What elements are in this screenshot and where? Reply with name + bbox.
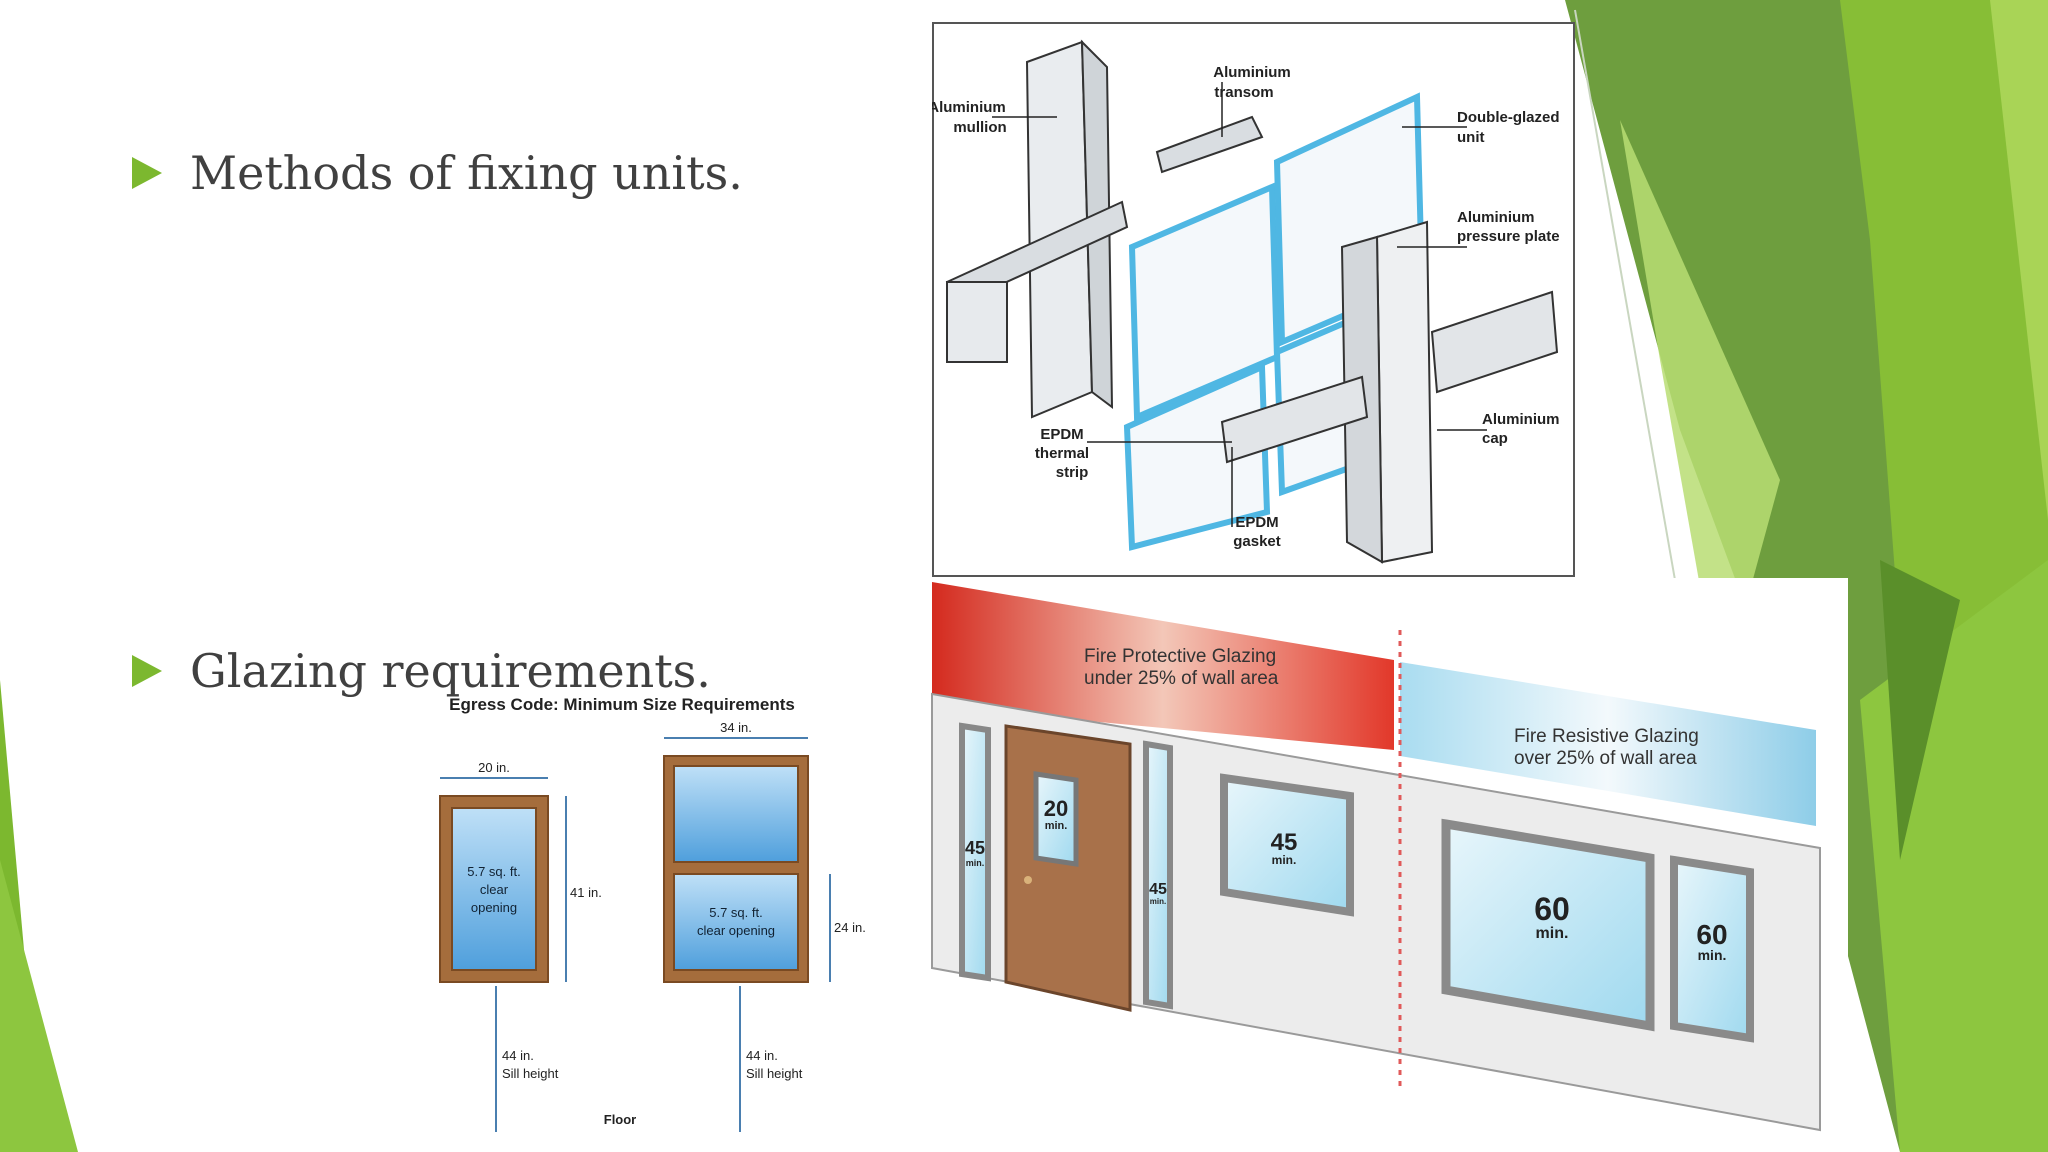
door-value: 20 — [1044, 796, 1068, 821]
label-mullion-1: Aluminium — [932, 99, 1006, 116]
fire-protective-2: under 25% of wall area — [1084, 668, 1279, 689]
fire-glazing-diagram: Fire Protective Glazing under 25% of wal… — [924, 578, 1848, 1152]
w1-area-2: clear — [480, 882, 509, 897]
fire-resistive-2: over 25% of wall area — [1514, 748, 1697, 769]
fire-protective-1: Fire Protective Glazing — [1084, 646, 1276, 667]
w1-width: 20 in. — [478, 760, 510, 775]
floor-label: Floor — [604, 1112, 637, 1127]
sill1-1: 44 in. — [502, 1048, 534, 1063]
label-mullion-2: mullion — [953, 119, 1006, 136]
win60a-unit: min. — [1536, 925, 1569, 942]
label-plate-2: pressure plate — [1457, 228, 1560, 245]
label-cap-2: cap — [1482, 430, 1508, 447]
win60b-unit: min. — [1698, 947, 1727, 963]
egress-title: Egress Code: Minimum Size Requirements — [449, 695, 795, 714]
w2-width: 34 in. — [720, 720, 752, 735]
label-cap-1: Aluminium — [1482, 411, 1560, 428]
w1-height: 41 in. — [570, 885, 602, 900]
side-right-value: 45 — [1149, 881, 1167, 898]
win45-value: 45 — [1271, 829, 1298, 856]
bullet-arrow-icon — [132, 157, 162, 189]
win60a-value: 60 — [1534, 891, 1570, 927]
label-dgu-2: unit — [1457, 129, 1485, 146]
bullet-glazing: Glazing requirements. — [132, 644, 711, 698]
fire-resistive-1: Fire Resistive Glazing — [1514, 726, 1699, 747]
win45-unit: min. — [1272, 853, 1297, 867]
side-left-value: 45 — [965, 838, 985, 858]
label-transom-2: transom — [1214, 84, 1273, 101]
win60b-value: 60 — [1696, 919, 1727, 950]
label-plate-1: Aluminium — [1457, 209, 1535, 226]
w1-area-3: opening — [471, 900, 517, 915]
label-gasket-2: gasket — [1233, 533, 1281, 550]
bullet-methods: Methods of fixing units. — [132, 146, 743, 200]
sill1-2: Sill height — [502, 1066, 559, 1081]
side-right-unit: min. — [1150, 897, 1166, 906]
label-strip-1: EPDM — [1040, 426, 1083, 443]
door-handle-icon — [1024, 876, 1032, 884]
bullet-arrow-icon — [132, 655, 162, 687]
label-strip-2: thermal — [1035, 445, 1089, 462]
sill2-1: 44 in. — [746, 1048, 778, 1063]
egress-diagram: Egress Code: Minimum Size Requirements 5… — [439, 695, 866, 1132]
side-left-unit: min. — [966, 858, 985, 868]
door-unit: min. — [1045, 820, 1068, 832]
bullet-text: Methods of fixing units. — [190, 146, 743, 200]
label-gasket-1: EPDM — [1235, 514, 1278, 531]
label-transom-1: Aluminium — [1213, 64, 1291, 81]
label-dgu-1: Double-glazed — [1457, 109, 1560, 126]
w1-area-1: 5.7 sq. ft. — [467, 864, 520, 879]
w2-area-1: 5.7 sq. ft. — [709, 905, 762, 920]
label-strip-3: strip — [1056, 464, 1089, 481]
curtain-wall-diagram: Aluminium mullion Aluminium transom Doub… — [932, 22, 1575, 577]
sill2-2: Sill height — [746, 1066, 803, 1081]
w2-height: 24 in. — [834, 920, 866, 935]
bullet-text: Glazing requirements. — [190, 644, 711, 698]
w2-area-2: clear opening — [697, 923, 775, 938]
